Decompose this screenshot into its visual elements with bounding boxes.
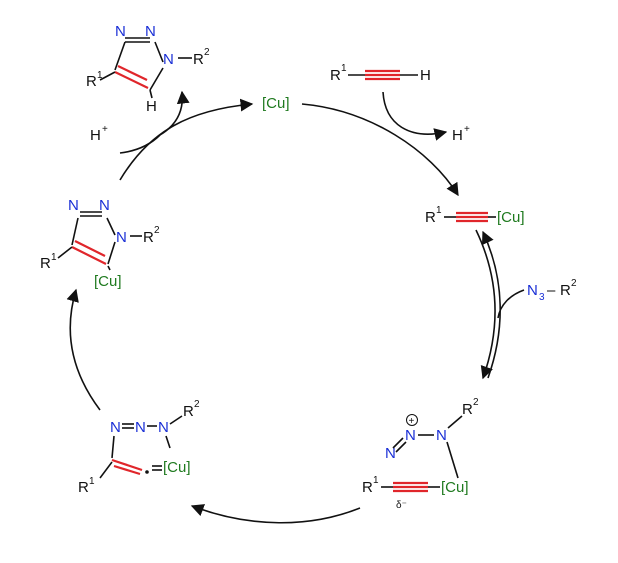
product-r2-label: R <box>193 51 204 68</box>
complex-bond-na-r2 <box>447 415 463 429</box>
product-r1-sup: 1 <box>97 70 103 81</box>
copper-triazolide: N N N R 2 R 1 [Cu] <box>40 197 160 290</box>
metallacycle-bond-c-c-double <box>113 464 141 476</box>
complex-r2-sup: 2 <box>473 397 479 408</box>
terminal-alkyne: R 1 H <box>330 63 431 84</box>
triazolide-bond-n2-n1 <box>106 217 116 236</box>
cycle-arrow-to-triazolide <box>66 288 101 411</box>
acetylide-r1-label: R <box>425 209 436 226</box>
cycle-arrow-reverse <box>481 230 501 379</box>
metallacycle-n-a-label: N <box>158 419 169 436</box>
alkyne-r1-sup: 1 <box>341 63 347 74</box>
product-bond-h <box>149 89 153 99</box>
proton-in-curve <box>119 134 161 154</box>
triazolide-r1-sup: 1 <box>51 252 57 263</box>
proton-in-sup: + <box>102 124 108 135</box>
alkyne-h-label: H <box>420 67 431 84</box>
proton-in-label: H <box>90 127 101 144</box>
product-triazole: N N N R 2 R 1 H <box>86 23 210 115</box>
product-bond-c4-c5 <box>114 71 149 89</box>
proton-out-label: H <box>452 127 463 144</box>
alkyne-entry-proton-release-arrow <box>382 91 448 141</box>
product-h-label: H <box>146 98 157 115</box>
product-n1-label: N <box>163 51 174 68</box>
product-r2-sup: 2 <box>204 47 210 58</box>
complex-bond-na-cu <box>446 441 459 479</box>
complex-n-c-label: N <box>385 445 396 462</box>
triazolide-r2-sup: 2 <box>154 225 160 236</box>
cycle-arrow-to-metallacycle <box>190 504 361 524</box>
metallacycle-bond-na-cu <box>165 435 171 449</box>
complex-r1-sup: 1 <box>373 475 379 486</box>
triazolide-n1-label: N <box>116 229 127 246</box>
product-bond-n2-n1 <box>154 41 164 63</box>
acetylide-r1-sup: 1 <box>436 205 442 216</box>
azide-n3-sub: 3 <box>539 292 545 303</box>
copper-metallacycle: N N N R 2 [Cu] R 1 <box>78 399 200 496</box>
triazolide-bond-c4-c5 <box>71 246 107 265</box>
complex-plus-circle <box>406 414 418 426</box>
triazolide-r1-label: R <box>40 255 51 272</box>
metallacycle-r1-label: R <box>78 479 89 496</box>
metallacycle-r1-sup: 1 <box>89 476 95 487</box>
cycle-arrow-to-catalyst <box>119 98 254 181</box>
metallacycle-r2-sup: 2 <box>194 399 200 410</box>
complex-plus: + <box>409 416 415 427</box>
complex-r1-label: R <box>362 479 373 496</box>
triazolide-bond-cu <box>107 265 111 271</box>
product-bond-n1-c5 <box>149 67 164 91</box>
copper-acetylide: R 1 [Cu] <box>425 205 525 226</box>
alkyne-r1-label: R <box>330 67 341 84</box>
complex-r2-label: R <box>462 401 473 418</box>
triazolide-n2-label: N <box>99 197 110 214</box>
cycle-arrow-to-acetylide <box>301 103 459 197</box>
product-bond-n3-c4 <box>114 41 126 71</box>
metallacycle-bond-na-r2 <box>169 415 183 425</box>
triazolide-cu-label: [Cu] <box>94 273 122 290</box>
product-bond-c4-c5-double <box>117 65 148 81</box>
cycle-arrow-to-complex <box>475 229 496 380</box>
metallacycle-r2-label: R <box>183 403 194 420</box>
complex-delta: δ⁻ <box>396 500 407 511</box>
azide-r2-label: R <box>560 282 571 299</box>
azide-r2-sup: 2 <box>571 278 577 289</box>
acetylide-cu-label: [Cu] <box>497 209 525 226</box>
organic-azide: N 3 – R 2 <box>527 278 577 303</box>
metallacycle-radical-dot <box>145 470 149 474</box>
triazolide-bond-n3-c4 <box>71 217 79 246</box>
metallacycle-n-c-label: N <box>110 419 121 436</box>
metallacycle-bond-nc-c <box>111 435 115 459</box>
azide-n3-label: N <box>527 282 538 299</box>
triazolide-bond-n1-c5 <box>107 241 116 265</box>
metallacycle-n-b-label: N <box>135 419 146 436</box>
product-n3-label: N <box>115 23 126 40</box>
complex-n-a-label: N <box>436 427 447 444</box>
proton-out-sup: + <box>464 124 470 135</box>
product-bond-r1 <box>99 71 116 81</box>
product-n2-label: N <box>145 23 156 40</box>
catalyst-label: [Cu] <box>262 95 290 112</box>
product-r1-label: R <box>86 73 97 90</box>
metallacycle-cu-label: [Cu] <box>163 459 191 476</box>
triazolide-r2-label: R <box>143 229 154 246</box>
triazolide-bond-c4-c5-double <box>74 240 106 257</box>
complex-n-b-label: N <box>405 427 416 444</box>
complex-bond-nc-nb <box>395 441 407 453</box>
metallacycle-bond-c-c <box>111 458 143 472</box>
azide-entry-curve <box>497 289 525 319</box>
product-release-arrow <box>159 90 190 136</box>
complex-bond-nc-nb-double <box>392 437 404 449</box>
azide-acetylide-complex: N N + N R 2 R 1 [Cu] δ⁻ <box>362 397 479 511</box>
metallacycle-bond-r1 <box>99 461 113 479</box>
triazolide-n3-label: N <box>68 197 79 214</box>
complex-cu-label: [Cu] <box>441 479 469 496</box>
azide-dash: – <box>547 282 556 299</box>
triazolide-bond-r1 <box>57 246 73 259</box>
